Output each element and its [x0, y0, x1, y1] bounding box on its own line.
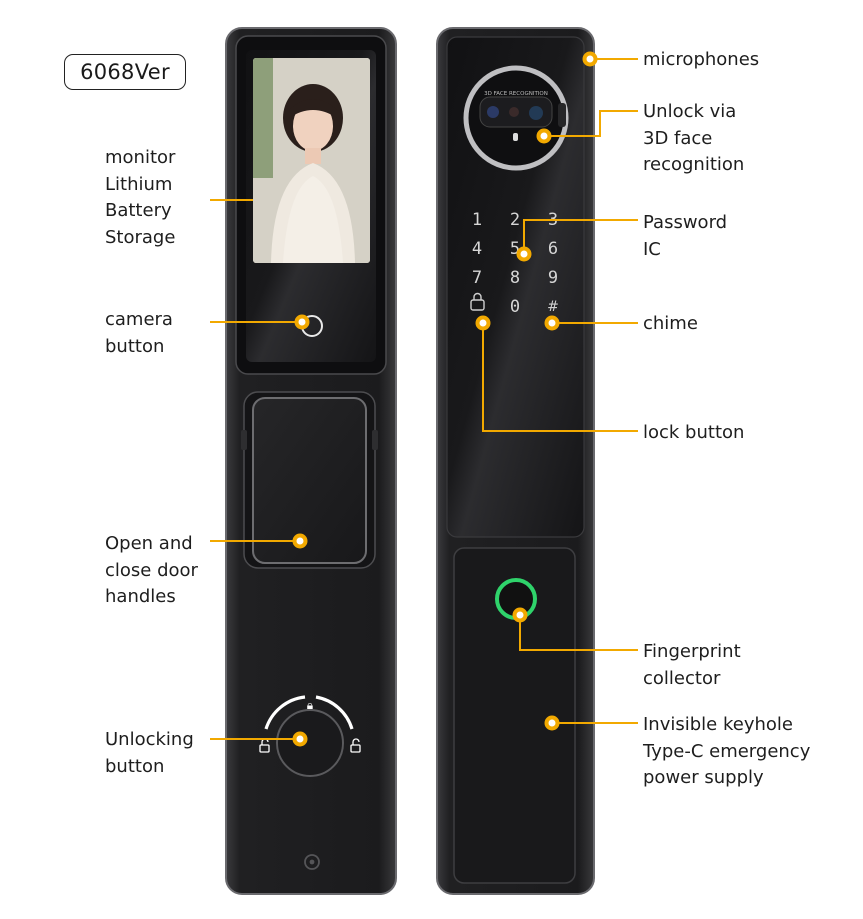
unlocking-button-label: Unlocking button: [105, 729, 194, 777]
monitor-label: monitor Lithium Battery Storage: [105, 147, 176, 248]
keypad-key: 2: [510, 210, 520, 230]
keypad-key: 0: [510, 297, 520, 317]
callout-lines: [210, 58, 638, 740]
svg-text:🔒︎: 🔒︎: [307, 698, 313, 712]
camera-button-label: camera button: [105, 309, 173, 357]
callout-dots: [292, 51, 598, 747]
front-panel: #: [436, 27, 595, 895]
keypad-key: 6: [548, 239, 558, 259]
keypad-key: 8: [510, 268, 520, 288]
svg-text:#: #: [547, 299, 559, 315]
face-recognition-label: Unlock via 3D face recognition: [643, 101, 745, 175]
lock-button-label: lock button: [643, 422, 745, 443]
keypad-key: 1: [472, 210, 482, 230]
keypad-key: 7: [472, 268, 482, 288]
fingerprint-label: Fingerprint collector: [643, 641, 741, 689]
unlock-right-icon: [350, 738, 361, 753]
door-handles-label: Open and close door handles: [105, 533, 198, 607]
keypad-key: 5: [510, 239, 520, 259]
keypad-key: 4: [472, 239, 482, 259]
keypad-key: 9: [548, 268, 558, 288]
face-module-text: 3D FACE RECOGNITION: [484, 91, 548, 97]
microphones-label: microphones: [643, 49, 760, 70]
password-ic-label: Password IC: [643, 212, 728, 260]
keyhole-label: Invisible keyhole Type-C emergency power…: [643, 714, 811, 788]
monitor-photo: [253, 58, 370, 263]
chime-label: chime: [643, 313, 698, 334]
version-badge: 6068Ver: [64, 54, 186, 90]
